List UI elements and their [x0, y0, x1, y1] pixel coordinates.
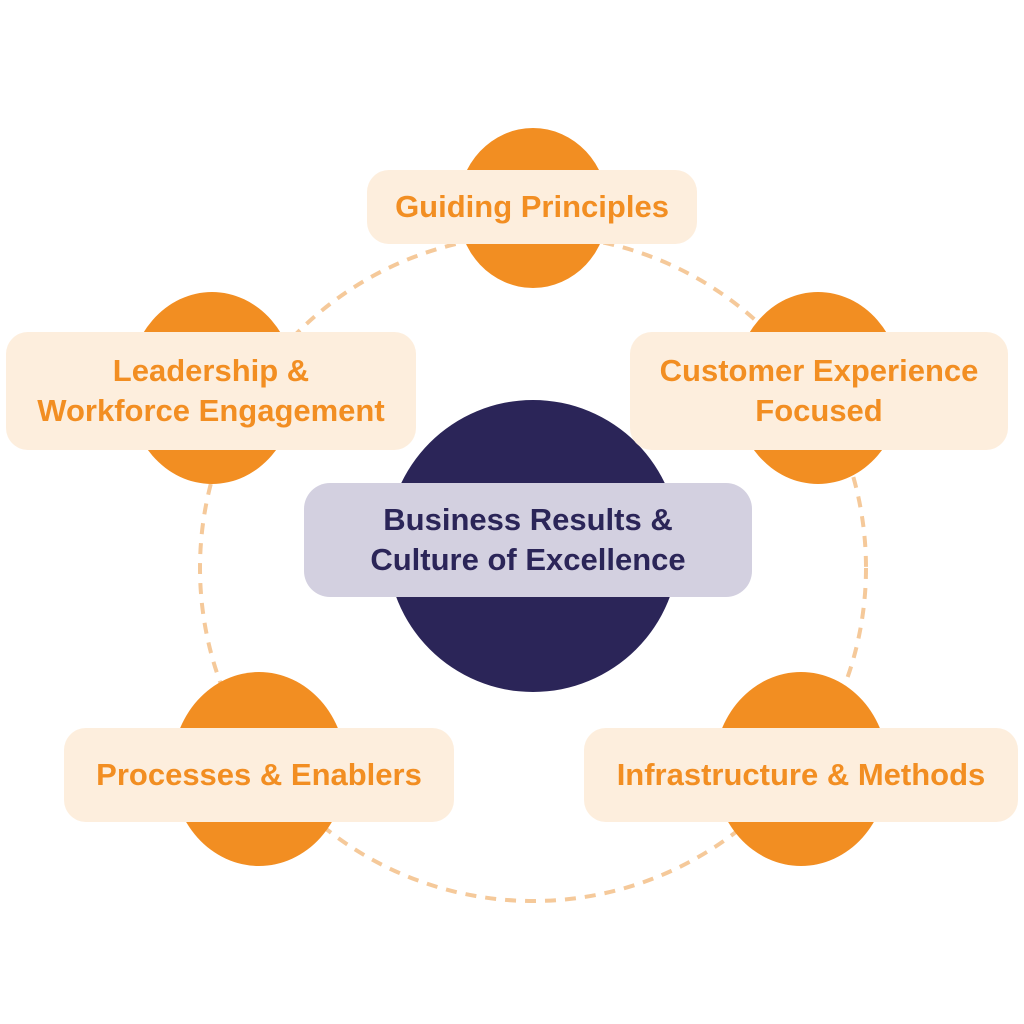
processes-pill: Processes & Enablers	[64, 728, 454, 822]
leadership-label-line1: Leadership &	[112, 353, 310, 388]
guiding-principles-pill: Guiding Principles	[367, 170, 697, 244]
customer-experience-label-line1: Customer Experience	[659, 353, 979, 388]
customer-experience-label-line2: Focused	[755, 393, 883, 428]
processes-label: Processes & Enablers	[96, 757, 422, 792]
leadership-pill: Leadership & Workforce Engagement	[6, 332, 416, 450]
customer-experience-pill: Customer Experience Focused	[630, 332, 1008, 450]
infrastructure-label: Infrastructure & Methods	[616, 757, 986, 792]
leadership-label-line2: Workforce Engagement	[37, 393, 385, 428]
infrastructure-pill: Infrastructure & Methods	[584, 728, 1018, 822]
guiding-principles-label: Guiding Principles	[395, 189, 669, 224]
center-label-line1: Business Results &	[383, 502, 673, 537]
center-pill: Business Results & Culture of Excellence	[304, 483, 752, 597]
center-label-line2: Culture of Excellence	[370, 542, 686, 577]
